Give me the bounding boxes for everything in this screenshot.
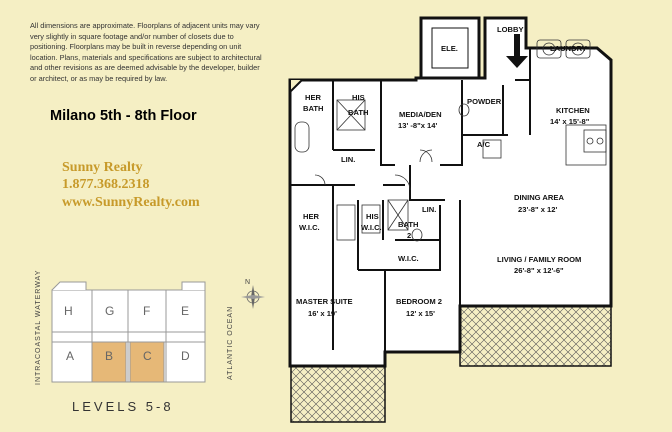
label-dining-2: 23'-8" x 12' (518, 205, 557, 214)
label-her-bath-1: HER (305, 93, 322, 102)
master-balcony (290, 365, 386, 423)
label-her-bath-2: BATH (303, 104, 324, 113)
disclaimer-text: All dimensions are approximate. Floorpla… (30, 21, 262, 83)
key-unit-b: B (105, 349, 113, 363)
label-elevator: ELE. (441, 44, 458, 53)
label-wic: W.I.C. (398, 254, 419, 263)
key-unit-g: G (105, 304, 114, 318)
key-right-label: ATLANTIC OCEAN (227, 306, 234, 380)
label-bath2-2: 2 (407, 231, 411, 240)
label-his-wic-1: HIS (366, 212, 379, 221)
label-media-1: MEDIA/DEN (399, 110, 442, 119)
compass-icon (241, 285, 265, 309)
label-dining-1: DINING AREA (514, 193, 564, 202)
elevator-car (431, 27, 469, 69)
label-lin-1: LIN. (341, 155, 355, 164)
label-his-bath-1: HIS (352, 93, 365, 102)
label-ac: A/C (477, 140, 491, 149)
levels-label: LEVELS 5-8 (72, 399, 174, 414)
label-bed2-2: 12' x 15' (406, 309, 435, 318)
label-his-bath-2: BATH (348, 108, 369, 117)
label-laundry: LAUNDRY (550, 44, 587, 53)
key-plan: H G F E A B C D INTRACOASTAL WATERWAY AT… (35, 270, 265, 385)
realty-url[interactable]: www.SunnyRealty.com (62, 195, 200, 210)
realty-name: Sunny Realty (62, 160, 143, 175)
key-unit-c: C (143, 349, 152, 363)
label-her-wic-1: HER (303, 212, 320, 221)
label-media-2: 13' -8"x 14' (398, 121, 437, 130)
realty-phone[interactable]: 1.877.368.2318 (62, 177, 150, 192)
fixtures (294, 39, 607, 242)
key-unit-d: D (181, 349, 190, 363)
key-unit-e: E (181, 304, 189, 318)
label-living-2: 26'-8" x 12'-6" (514, 266, 564, 275)
label-her-wic-2: W.I.C. (299, 223, 320, 232)
label-kitchen-1: KITCHEN (556, 106, 590, 115)
label-bath2-1: BATH (398, 220, 419, 229)
label-his-wic-2: W.I.C. (361, 223, 382, 232)
label-master-1: MASTER SUITE (296, 297, 353, 306)
compass-north-label: N (245, 279, 251, 286)
label-lobby: LOBBY (497, 25, 524, 34)
entry-arrow-icon (506, 34, 528, 68)
interior-walls (290, 48, 531, 352)
label-living-1: LIVING / FAMILY ROOM (497, 255, 581, 264)
plan-title: Milano 5th - 8th Floor (50, 108, 197, 124)
label-kitchen-2: 14' x 15'-8" (550, 117, 590, 126)
key-unit-f: F (143, 304, 150, 318)
key-unit-h: H (64, 304, 73, 318)
label-powder: POWDER (467, 97, 502, 106)
label-master-2: 16' x 19' (308, 309, 337, 318)
label-bed2-1: BEDROOM 2 (396, 297, 442, 306)
key-left-label: INTRACOASTAL WATERWAY (35, 270, 42, 385)
label-lin-2: LIN. (422, 205, 436, 214)
living-balcony (459, 305, 612, 367)
key-unit-a: A (66, 349, 74, 363)
